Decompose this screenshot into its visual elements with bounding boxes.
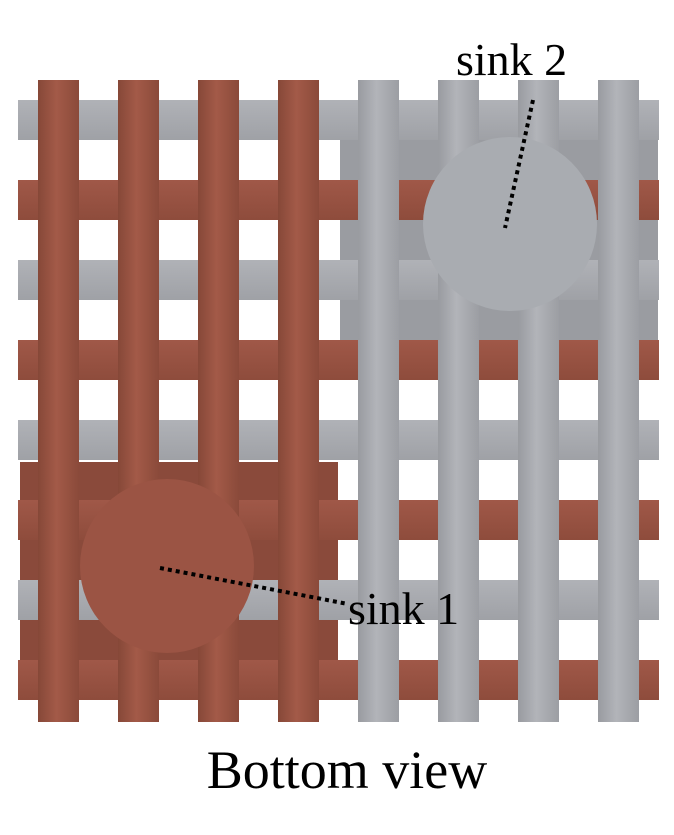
sink-2-leader	[503, 99, 535, 229]
caption: Bottom view	[207, 740, 488, 800]
copper-horizontal-bar	[18, 660, 659, 700]
copper-vertical-bar	[38, 80, 79, 722]
grey-horizontal-bar	[18, 420, 659, 460]
grey-vertical-bar	[358, 80, 399, 722]
grey-horizontal-bar	[18, 100, 659, 140]
sink-1-disk	[80, 479, 254, 653]
copper-vertical-bar	[278, 80, 319, 722]
sink-2-disk	[423, 137, 597, 311]
sink-1-label: sink 1	[348, 583, 459, 634]
sink-2-label: sink 2	[456, 34, 567, 85]
grey-vertical-bar	[598, 80, 639, 722]
copper-horizontal-bar	[18, 340, 659, 380]
